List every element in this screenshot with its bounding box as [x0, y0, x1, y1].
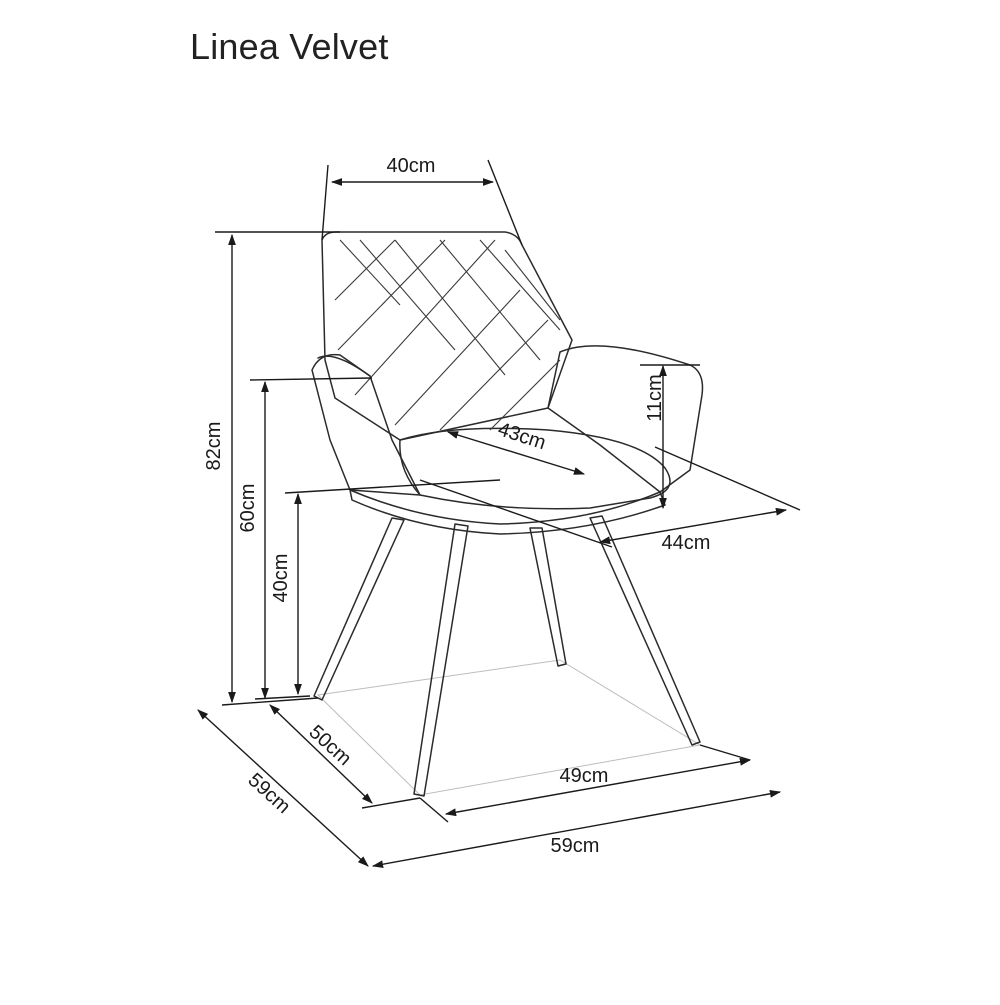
seat-depth-line: [446, 431, 586, 475]
label-seat-width: 44cm: [662, 532, 711, 554]
backrest: [321, 231, 573, 441]
label-total-height: 82cm: [203, 422, 225, 471]
chair-legs: [313, 515, 701, 797]
dimension-lines: [197, 178, 788, 869]
backrest-quilting: [334, 239, 561, 431]
total-depth-line: [197, 709, 369, 867]
label-armrest-height: 60cm: [237, 484, 259, 533]
left-armrest: [311, 353, 421, 496]
label-total-width: 59cm: [551, 835, 600, 857]
back-right-leg: [529, 527, 567, 667]
chair-outline: [311, 231, 704, 797]
label-armrest-rise: 11cm: [644, 374, 666, 421]
front-right-leg: [413, 523, 469, 797]
front-left-leg: [313, 517, 405, 701]
label-back-width: 40cm: [387, 155, 436, 177]
seat-cushion: [399, 427, 671, 510]
extension-lines: [215, 159, 801, 823]
seat-width-line: [598, 507, 788, 545]
total-width-line: [371, 789, 782, 869]
base-depth-line: [269, 704, 373, 804]
back-far-leg: [589, 515, 701, 746]
product-title: Linea Velvet: [190, 26, 389, 67]
label-base-width: 49cm: [560, 765, 609, 787]
label-total-depth: 59cm: [243, 769, 294, 818]
dimension-labels: 40cm 82cm 60cm 40cm 11cm 43cm 44cm 50cm …: [203, 155, 710, 857]
label-seat-height: 40cm: [270, 554, 292, 603]
